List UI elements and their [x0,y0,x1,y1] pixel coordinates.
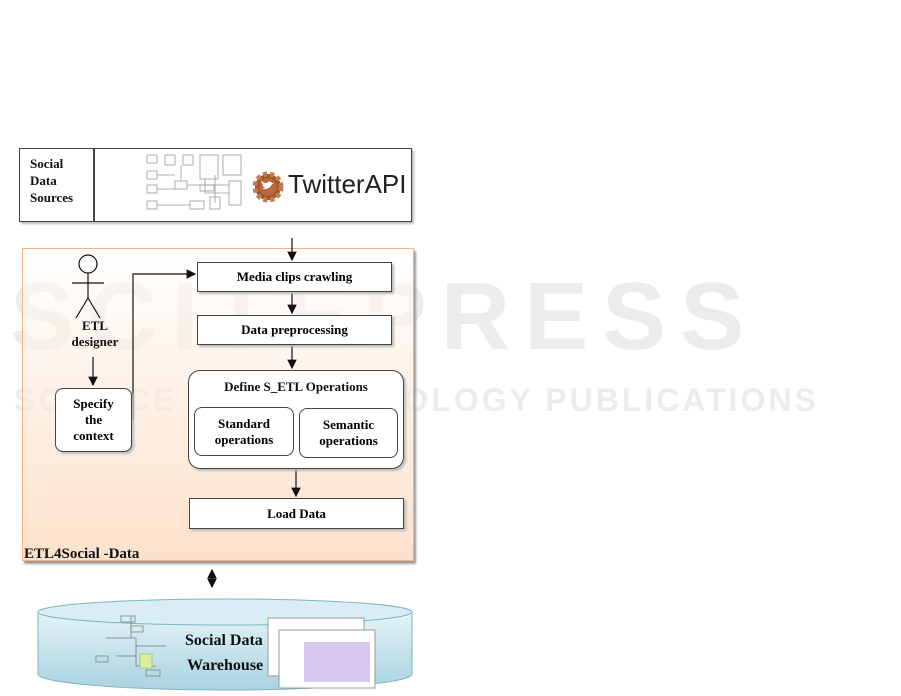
warehouse-label-line2: Warehouse [187,657,264,674]
actor-icon [72,254,104,319]
panel-label: ETL4Social -Data [24,546,140,562]
data-preprocessing-step: Data preprocessing [197,315,392,345]
divider [93,149,95,221]
standard-operations-box: Standard operations [194,407,294,456]
warehouse-schema-icon [95,615,166,677]
actor-label: ETL designer [71,318,119,349]
twitter-api-label: TwitterAPI [288,169,407,199]
sources-label: Social Data Sources [30,156,74,205]
define-operations-title: Define S_ETL Operations [224,379,368,394]
specify-context-box: Specify the context [55,388,132,452]
social-data-sources-box: Social Data Sources TwitterAPI [19,148,412,222]
load-data-step: Load Data [189,498,404,529]
semantic-operations-box: Semantic operations [299,408,398,458]
media-clips-crawling-step: Media clips crawling [197,262,392,292]
warehouse-cylinder [37,598,413,691]
warehouse-label-line1: Social Data [185,632,263,649]
twitter-gear-logo [252,171,284,203]
schema-diagram-icon [146,154,242,210]
warehouse-screenshots-icon [267,617,376,689]
